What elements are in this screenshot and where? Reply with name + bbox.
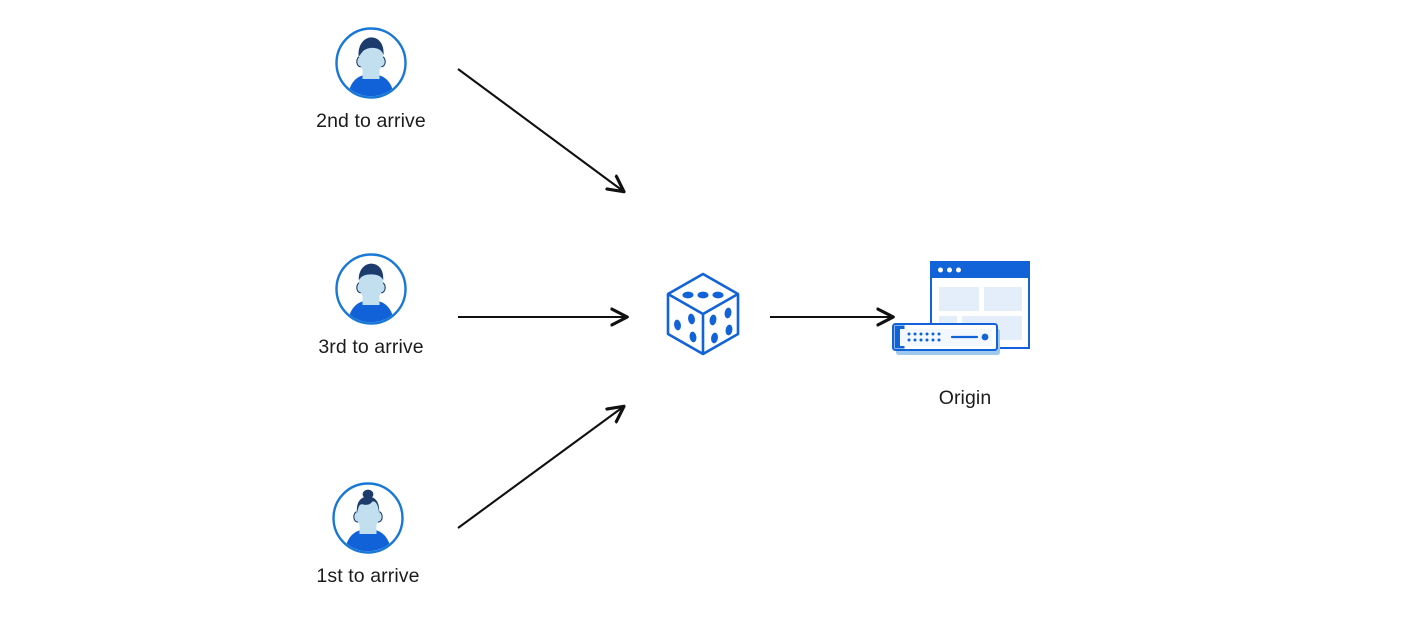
- arrow-1st-to-dice: [457, 407, 623, 529]
- node-label: 3rd to arrive: [318, 336, 424, 358]
- user-avatar-icon: [332, 482, 404, 554]
- origin-server-icon: [892, 261, 1030, 355]
- node-origin[interactable]: Origin: [865, 258, 1065, 410]
- origin-icon-stack: [865, 258, 1065, 358]
- node-label: 2nd to arrive: [316, 110, 426, 132]
- node-balancer[interactable]: [660, 268, 746, 365]
- avatar-wrap: [288, 481, 448, 555]
- node-client-3rd[interactable]: 3rd to arrive: [291, 252, 451, 359]
- node-client-1st[interactable]: 1st to arrive: [288, 481, 448, 588]
- avatar-wrap: [291, 26, 451, 100]
- node-client-2nd[interactable]: 2nd to arrive: [291, 26, 451, 133]
- user-avatar-icon: [335, 253, 407, 325]
- node-label: Origin: [938, 387, 992, 409]
- node-label: 1st to arrive: [316, 565, 420, 587]
- dice-icon: [666, 272, 740, 356]
- avatar-wrap: [291, 252, 451, 326]
- user-avatar-icon: [335, 27, 407, 99]
- arrow-2nd-to-dice: [457, 68, 623, 191]
- router-icon: [892, 323, 1000, 355]
